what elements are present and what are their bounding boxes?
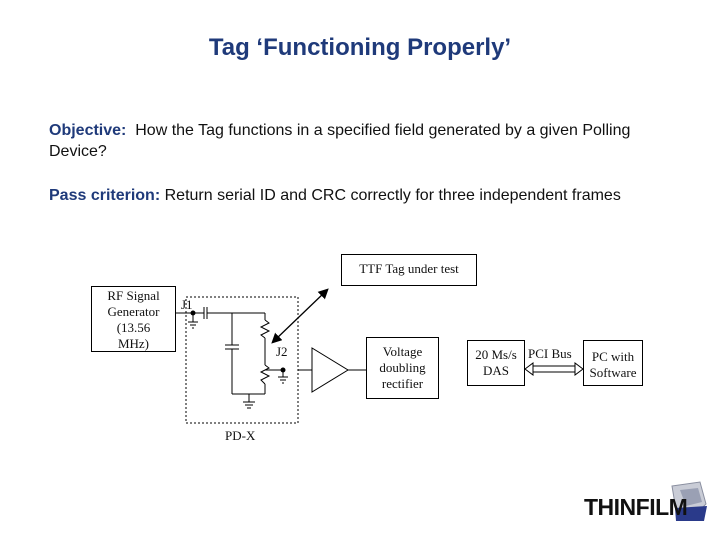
resistor-lower [259,364,271,385]
das-box: 20 Ms/s DAS [467,340,525,386]
pdx-enclosure [185,296,299,424]
pdx-label: PD-X [225,428,256,443]
j2-label: J2 [276,344,288,359]
thinfilm-logo: THINFILM [584,494,688,520]
objective-paragraph: Objective: How the Tag functions in a sp… [49,120,669,162]
amplifier-symbol [311,347,349,393]
objective-text: How the Tag functions in a specified fie… [49,122,631,160]
pci-bus-arrow-left [524,362,534,376]
pc-label: PC with Software [589,349,637,380]
ttf-tag-box: TTF Tag under test [341,254,477,286]
rf-generator-box: RF Signal Generator (13.56 MHz) [91,286,176,352]
resistor-upper [259,319,271,339]
pass-criterion-label: Pass criterion: [49,187,161,204]
ttf-tag-label: TTF Tag under test [359,261,459,276]
j1-label: J1 [181,297,193,312]
rf-generator-label: RF Signal Generator (13.56 MHz) [107,288,160,351]
rectifier-box: Voltage doubling rectifier [366,337,439,399]
das-label: 20 Ms/s DAS [475,347,517,378]
coupling-arrow [271,288,329,344]
pass-criterion-text: Return serial ID and CRC correctly for t… [164,187,621,204]
pc-box: PC with Software [583,340,643,386]
pci-bus-label: PCI Bus [528,346,572,361]
rectifier-label: Voltage doubling rectifier [379,344,426,391]
pass-criterion-paragraph: Pass criterion: Return serial ID and CRC… [49,185,669,206]
objective-label: Objective: [49,122,127,139]
slide-title: Tag ‘Functioning Properly’ [208,34,512,61]
pci-bus-arrow-right [574,362,584,376]
